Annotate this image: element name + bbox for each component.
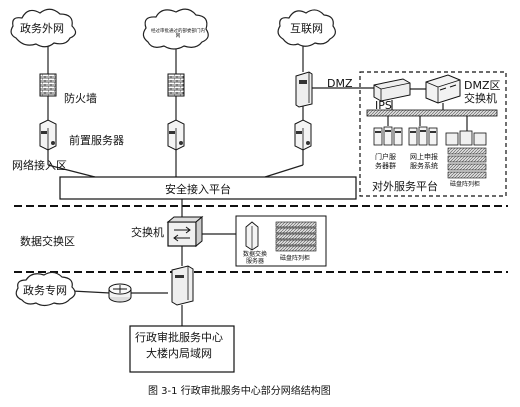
internet-cloud [277,9,336,47]
online-system-label-line1: 网上申报 [410,153,438,161]
firewall-icon [167,73,185,97]
gov-private-network-label: 政务专网 [23,284,67,297]
online-system-label-line2: 服务系统 [410,162,438,170]
ips-device-icon [373,78,411,102]
gov-external-cloud [10,8,77,48]
lan-label-line2: 大楼内局域网 [146,347,212,360]
portal-servers-label-line1: 门户服 [375,153,396,161]
disk-array-center-label: 磁盘阵列柜 [280,255,311,262]
exchange-zone-label: 数据交换区 [20,235,75,248]
external-platform-label: 对外服务平台 [372,180,438,193]
disk-array-icon [275,221,317,252]
switch-label: 交换机 [131,226,164,239]
access-zone-label: 网络接入区 [12,159,67,172]
server-icon [39,119,57,151]
dmz-label: DMZ [327,77,353,90]
lan-box [129,325,235,373]
online-system-servers-icon [408,126,438,146]
security-platform-label: 安全接入平台 [165,183,231,196]
server-icon [294,119,312,151]
front-server-label: 前置服务器 [69,134,124,147]
disk-array-right-label: 磁盘阵列柜 [450,181,481,188]
figure-caption: 图 3-1 行政审批服务中心部分网络结构图 [148,386,331,397]
router-icon [108,283,132,303]
internet-label: 互联网 [290,22,323,35]
connection-lines [47,45,468,326]
lan-label-line1: 行政审批服务中心 [135,331,223,344]
gov-external-network-label: 政务外网 [20,22,64,35]
dept-intranet-label-line: 经过审批通过的部委部门内网 [151,29,205,40]
disk-array-icon [445,130,487,179]
server-icon [167,119,185,151]
portal-servers-icon [373,126,403,146]
router-icon [295,71,313,108]
firewall-label: 防火墙 [64,92,97,105]
dmz-switch-label-line2: 交换机 [464,92,497,105]
dmz-bus [366,109,498,117]
dept-intranet-cloud [142,8,209,50]
dmz-switch-label-line1: DMZ区 [464,79,501,92]
exchange-server-icon [245,221,259,251]
security-platform-box [59,176,357,200]
portal-servers-label-line2: 务器群 [375,162,396,170]
dmz-switch-icon [425,74,461,104]
core-switch-icon [166,215,204,248]
gateway-device-icon [171,265,194,306]
exchange-server-label-line1: 数据交换 [243,251,268,258]
exchange-server-label-line2: 服务器 [246,258,265,265]
gov-private-cloud [15,271,76,307]
ips-label: IPS [375,99,392,112]
firewall-icon [39,73,57,97]
external-platform-box [359,71,507,197]
